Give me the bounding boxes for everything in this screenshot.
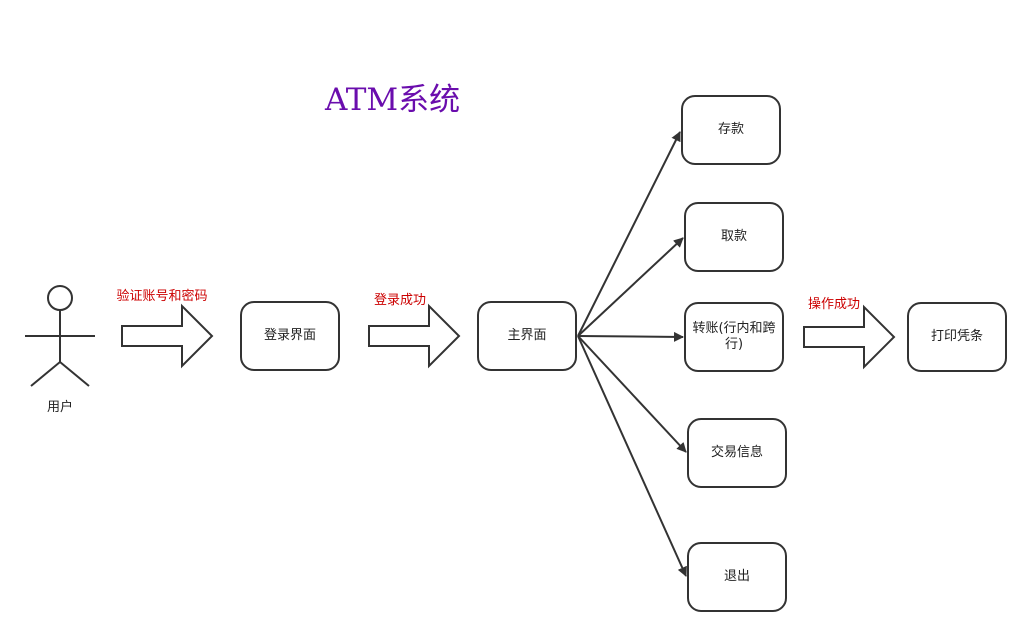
block-arrow-operation-success: [803, 304, 896, 370]
node-transfer: 转账(行内和跨行): [684, 302, 784, 372]
edge-main-to-deposit: [577, 131, 681, 337]
edge-main-to-transfer: [577, 331, 684, 342]
node-deposit: 存款: [681, 95, 781, 165]
block-arrow-login-success: [368, 303, 461, 369]
node-login-screen: 登录界面: [240, 301, 340, 371]
node-main-screen: 主界面: [477, 301, 577, 371]
flow-label-login-success: 登录成功: [373, 293, 427, 308]
actor-label: 用户: [46, 400, 74, 415]
diagram-title: ATM系统: [325, 82, 461, 118]
block-arrow-verify: [121, 303, 214, 369]
edge-main-to-exit: [577, 335, 687, 577]
node-withdraw: 取款: [684, 202, 784, 272]
flow-label-operation-success: 操作成功: [807, 297, 861, 312]
node-print-receipt: 打印凭条: [907, 302, 1007, 372]
user-actor-icon: [25, 285, 95, 387]
edge-main-to-transaction-info: [577, 335, 687, 453]
node-transaction-info: 交易信息: [687, 418, 787, 488]
node-exit: 退出: [687, 542, 787, 612]
edge-main-to-withdraw: [577, 237, 684, 337]
flow-label-verify: 验证账号和密码: [116, 289, 208, 304]
